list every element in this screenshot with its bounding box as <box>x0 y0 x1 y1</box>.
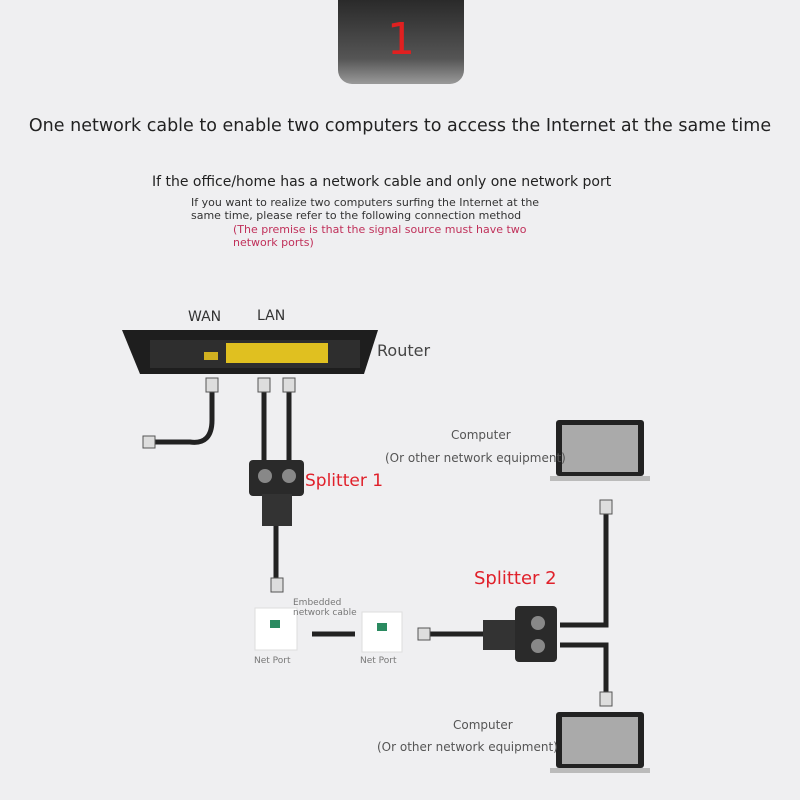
computer-2-icon <box>550 712 650 773</box>
net-port-2-label: Net Port <box>360 656 397 666</box>
net-port-1-icon <box>254 607 298 651</box>
computer-1-label: Computer <box>451 428 511 442</box>
computer-1-icon <box>550 420 650 481</box>
splitter-1-icon <box>249 460 304 526</box>
splitter-2-icon <box>483 606 557 662</box>
splitter-2-label: Splitter 2 <box>474 568 557 589</box>
description: If you want to realize two computers sur… <box>191 196 540 222</box>
net-port-1-label: Net Port <box>254 656 291 666</box>
router-icon <box>122 330 378 374</box>
rj45-plugs <box>142 377 613 707</box>
computer-2-label: Computer <box>453 718 513 732</box>
embedded-cable-label: Embedded network cable <box>293 598 357 618</box>
lan-label: LAN <box>257 308 286 324</box>
page-title: One network cable to enable two computer… <box>28 116 772 136</box>
computer-1-sublabel: (Or other network equipment) <box>385 451 566 465</box>
router-label: Router <box>377 341 431 360</box>
net-port-2-icon <box>361 611 403 653</box>
splitter-1-label: Splitter 1 <box>305 471 384 491</box>
computer-2-sublabel: (Or other network equipment) <box>377 740 558 754</box>
subtitle: If the office/home has a network cable a… <box>152 174 612 190</box>
step-badge: 1 <box>338 0 464 84</box>
wan-label: WAN <box>188 309 222 325</box>
premise-note: (The premise is that the signal source m… <box>233 223 527 249</box>
